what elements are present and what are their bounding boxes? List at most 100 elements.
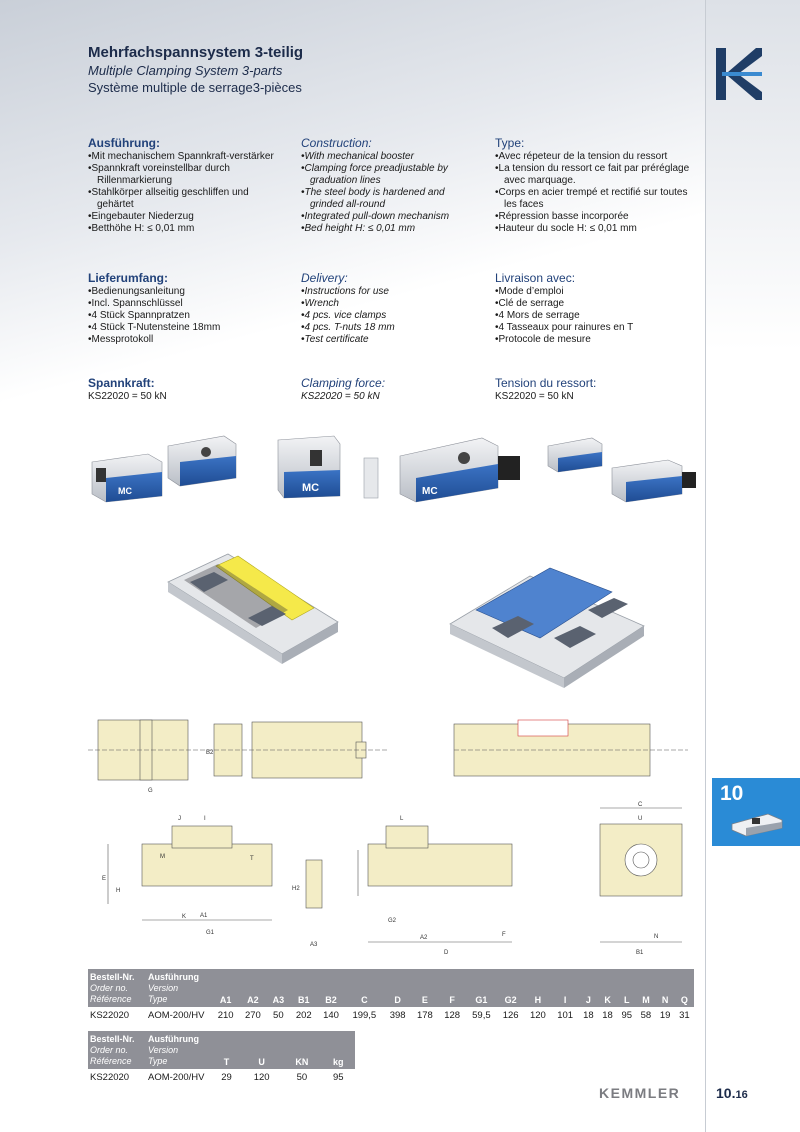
table-cell: 270 [244, 1010, 261, 1021]
table-row: KS22020 AOM-200/HV 29 120 50 95 [88, 1069, 355, 1086]
dimensions-table: Bestell-Nr. Order no. Référence Ausführu… [88, 969, 694, 1024]
table-cell: 199,5 [352, 1010, 377, 1021]
table-header: N [655, 969, 675, 1007]
dimension-label: L [400, 816, 404, 822]
clamping-force-en: Clamping force: KS22020 = 50 kN [301, 377, 476, 403]
list-item: Test certificate [301, 334, 476, 346]
list-item: Hauteur du socle H: ≤ 0,01 mm [495, 223, 695, 235]
table-header: A1 [212, 969, 240, 1007]
table-header: A2 [239, 969, 267, 1007]
dimension-label: G [148, 788, 153, 794]
table-header-version: Ausführung Version Type [146, 969, 212, 1007]
mc-label: MC [118, 486, 132, 496]
list-item: Eingebauter Niederzug [88, 211, 278, 223]
features-heading-en: Construction: [301, 136, 372, 150]
list-item: Betthöhe H: ≤ 0,01 mm [88, 223, 278, 235]
list-item: Wrench [301, 298, 476, 310]
list-item: Stahlkörper allseitig geschliffen und ge… [88, 187, 278, 211]
table-cell: 29 [221, 1072, 232, 1083]
list-item: Clé de serrage [495, 298, 695, 310]
list-item: 4 Stück Spannpratzen [88, 310, 278, 322]
list-item: Avec répeteur de la tension du ressort [495, 151, 695, 163]
dimension-label: A2 [420, 935, 428, 941]
dimension-label: B2 [206, 750, 214, 756]
table-header: G1 [465, 969, 498, 1007]
table-header-row: Bestell-Nr. Order no. Référence Ausführu… [88, 969, 694, 1007]
drawing-front-view-2 [367, 843, 513, 887]
table-header: K [597, 969, 618, 1007]
drawing-front-view [141, 843, 273, 887]
table-header: E [411, 969, 439, 1007]
dimension-label: E [102, 876, 106, 882]
table-cell: 126 [502, 1010, 519, 1021]
table-header: U [241, 1031, 283, 1069]
table-cell: 140 [323, 1010, 339, 1021]
list-item: 4 pcs. T-nuts 18 mm [301, 322, 476, 334]
list-item: Bedienungsanleitung [88, 286, 278, 298]
technical-drawings: A1 A2 A3 B1 B2 C D E F G G1 G2 H H2 I J … [88, 719, 688, 956]
table-cell: KS22020 [90, 1072, 130, 1083]
dimension-label: B1 [636, 950, 644, 956]
list-item: Bed height H: ≤ 0,01 mm [301, 223, 476, 235]
list-item: Mit mechanischem Spannkraft-verstärker [88, 151, 278, 163]
list-item: Messprotokoll [88, 334, 278, 346]
chapter-tab[interactable]: 10 [712, 778, 800, 846]
dimension-label: A1 [200, 913, 208, 919]
dimension-label: H [116, 888, 120, 894]
dimension-label: T [250, 856, 254, 862]
sidebar [705, 0, 800, 1132]
table-header-order: Bestell-Nr. Order no. Référence [88, 1031, 146, 1069]
table-cell: 31 [679, 1010, 690, 1021]
vice-photo [547, 437, 696, 503]
vice-photo: MC [277, 435, 379, 499]
dimension-label: F [502, 932, 506, 938]
pallet-photo-blue [449, 567, 645, 688]
table-cell: 95 [332, 1072, 344, 1083]
delivery-de: Lieferumfang: Bedienungsanleitung Incl. … [88, 272, 278, 346]
list-item: With mechanical booster [301, 151, 476, 163]
table-header: M [636, 969, 656, 1007]
brand-name: KEMMLER [599, 1085, 681, 1101]
table-header: B1 [290, 969, 318, 1007]
table-cell: 120 [529, 1010, 546, 1021]
delivery-heading-fr: Livraison avec: [495, 271, 576, 285]
page-title: Mehrfachspannsystem 3-teilig [88, 44, 304, 61]
table-header: KN [282, 1031, 322, 1069]
table-cell: 50 [296, 1072, 308, 1083]
dimension-label: N [654, 934, 658, 940]
table-cell: 120 [253, 1072, 270, 1083]
list-item: Mode d’emploi [495, 286, 695, 298]
table-header: B2 [317, 969, 345, 1007]
dimension-label: G1 [206, 930, 215, 936]
list-item: 4 Tasseaux pour rainures en T [495, 322, 695, 334]
table-cell: 210 [217, 1010, 234, 1021]
table-cell: 50 [273, 1010, 284, 1021]
dimension-label: G2 [388, 918, 397, 924]
table-cell: 101 [557, 1010, 574, 1021]
table-header: G2 [497, 969, 525, 1007]
list-item: 4 Mors de serrage [495, 310, 695, 322]
table-cell: AOM-200/HV [148, 1010, 205, 1021]
list-item: Instructions for use [301, 286, 476, 298]
table-cell: AOM-200/HV [148, 1072, 205, 1083]
mc-label: MC [302, 482, 319, 494]
table-cell: 18 [583, 1010, 594, 1021]
list-item: 4 Stück T-Nutensteine 18mm [88, 322, 278, 334]
mc-label: MC [422, 486, 438, 497]
page-subtitle-en: Multiple Clamping System 3-parts [88, 63, 283, 78]
features-heading-de: Ausführung: [88, 136, 160, 150]
table-header: T [212, 1031, 242, 1069]
delivery-heading-en: Delivery: [301, 271, 348, 285]
table-cell: 178 [416, 1010, 433, 1021]
title-block: Mehrfachspannsystem 3-teilig Multiple Cl… [88, 44, 303, 95]
table-header: I [551, 969, 579, 1007]
table-header-version: Ausführung Version Type [146, 1031, 212, 1069]
features-fr: Type: Avec répeteur de la tension du res… [495, 137, 695, 235]
table-cell: 19 [659, 1010, 671, 1021]
table-header: A3 [266, 969, 291, 1007]
drawing-nut [305, 859, 323, 909]
delivery-fr: Livraison avec: Mode d’emploi Clé de ser… [495, 272, 695, 346]
list-item: La tension du ressort ce fait par prérég… [495, 163, 695, 187]
table-header-order: Bestell-Nr. Order no. Référence [88, 969, 146, 1007]
delivery-en: Delivery: Instructions for use Wrench 4 … [301, 272, 476, 346]
